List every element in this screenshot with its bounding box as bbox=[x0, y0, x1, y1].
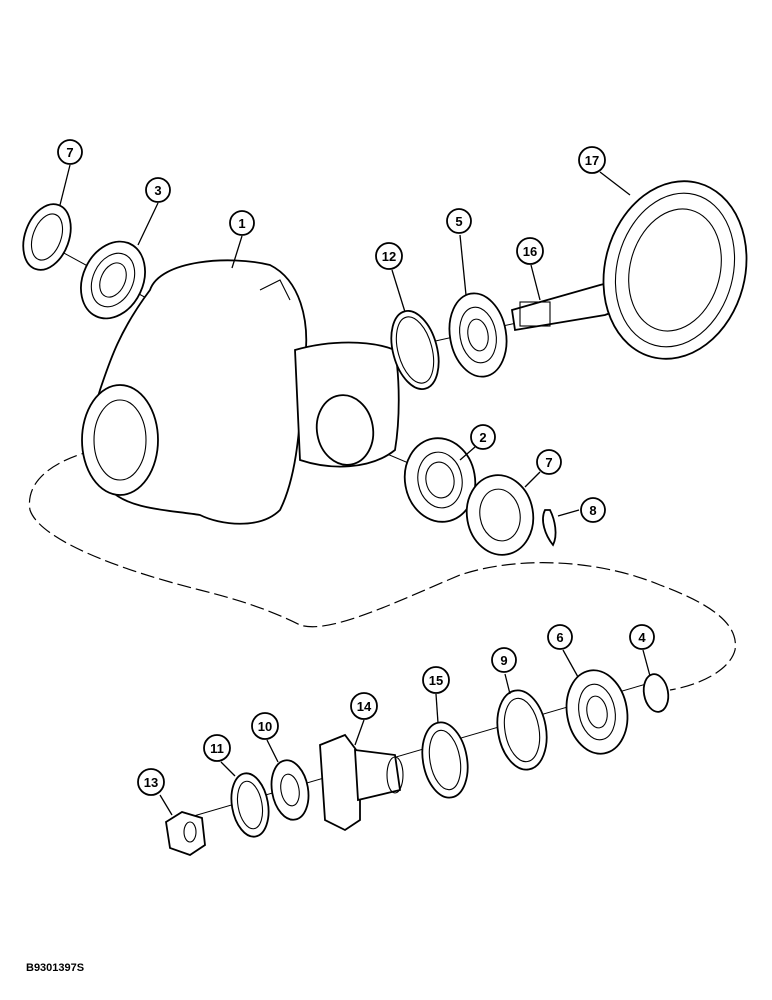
part-cotter-pin-8 bbox=[542, 509, 557, 547]
callout-label: 3 bbox=[154, 183, 161, 198]
callout-label: 5 bbox=[455, 214, 462, 229]
part-nut-13 bbox=[165, 811, 206, 856]
part-ring-gear-17 bbox=[602, 180, 748, 360]
part-snap-ring-4 bbox=[642, 673, 670, 713]
figure-id: B9301397S bbox=[26, 962, 85, 974]
callout-2: 2 bbox=[470, 424, 496, 450]
callout-8: 8 bbox=[580, 497, 606, 523]
callout-7: 7 bbox=[57, 139, 83, 165]
callout-16: 16 bbox=[516, 237, 544, 265]
part-lock-plate-7 bbox=[465, 474, 535, 556]
part-washer-11 bbox=[230, 772, 270, 838]
callout-4: 4 bbox=[629, 624, 655, 650]
callout-label: 8 bbox=[589, 503, 596, 518]
part-bearing-5 bbox=[448, 292, 508, 378]
callout-14: 14 bbox=[350, 692, 378, 720]
part-bearing-3 bbox=[80, 240, 146, 320]
callout-label: 17 bbox=[585, 153, 599, 168]
part-seal-7 bbox=[22, 203, 72, 271]
callout-label: 7 bbox=[545, 455, 552, 470]
callout-13: 13 bbox=[137, 768, 165, 796]
hidden-connector-line bbox=[28, 449, 736, 691]
callout-label: 15 bbox=[429, 673, 443, 688]
part-ring-12 bbox=[390, 310, 440, 390]
callout-10: 10 bbox=[251, 712, 279, 740]
part-washer-10 bbox=[270, 759, 310, 821]
part-bearing-2 bbox=[403, 437, 477, 523]
callout-11: 11 bbox=[203, 734, 231, 762]
callout-5: 5 bbox=[446, 208, 472, 234]
part-housing-1 bbox=[81, 259, 400, 525]
callout-label: 6 bbox=[556, 630, 563, 645]
callout-label: 16 bbox=[523, 244, 537, 259]
callout-label: 10 bbox=[258, 719, 272, 734]
part-bearing-6 bbox=[565, 669, 629, 755]
callout-label: 4 bbox=[638, 630, 646, 645]
callout-1: 1 bbox=[229, 210, 255, 236]
callout-label: 14 bbox=[357, 699, 372, 714]
callout-label: 11 bbox=[210, 741, 224, 756]
callout-17: 17 bbox=[578, 146, 606, 174]
callout-7: 7 bbox=[536, 449, 562, 475]
callout-label: 2 bbox=[479, 430, 486, 445]
callout-label: 12 bbox=[382, 249, 396, 264]
callout-9: 9 bbox=[491, 647, 517, 673]
part-yoke-14 bbox=[319, 733, 404, 832]
callout-6: 6 bbox=[547, 624, 573, 650]
callout-12: 12 bbox=[375, 242, 403, 270]
callout-3: 3 bbox=[145, 177, 171, 203]
part-ring-15 bbox=[421, 721, 469, 799]
callout-label: 1 bbox=[238, 216, 245, 231]
callout-label: 13 bbox=[144, 775, 158, 790]
leader-lines bbox=[59, 164, 651, 816]
callout-15: 15 bbox=[422, 666, 450, 694]
callout-label: 7 bbox=[66, 145, 73, 160]
part-cup-9 bbox=[496, 689, 548, 771]
callout-label: 9 bbox=[500, 653, 507, 668]
